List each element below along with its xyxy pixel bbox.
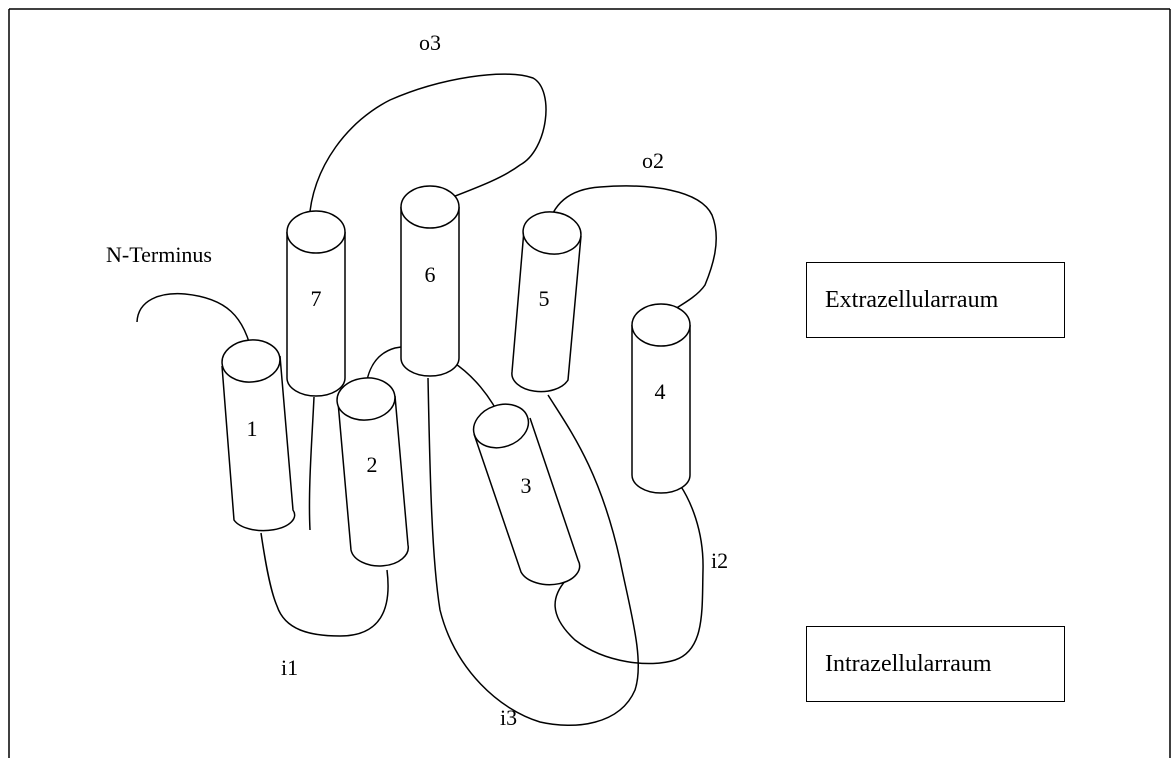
helix-1-label: 1: [247, 416, 258, 441]
i2-label: i2: [711, 548, 728, 573]
o2-label: o2: [642, 148, 664, 173]
helix-2-label: 2: [367, 452, 378, 477]
n-terminus-label: N-Terminus: [106, 242, 212, 267]
extracellular-box: Extrazellularraum: [806, 262, 1065, 338]
helix-6-label: 6: [425, 262, 436, 287]
helix-3-label: 3: [521, 473, 532, 498]
i3-label: i3: [500, 705, 517, 730]
helix-7-tail: [309, 397, 314, 530]
i1-label: i1: [281, 655, 298, 680]
helix-4-label: 4: [655, 379, 666, 404]
helix-7-label: 7: [311, 286, 322, 311]
intracellular-box: Intrazellularraum: [806, 626, 1065, 702]
helix-5-label: 5: [539, 286, 550, 311]
o3-label: o3: [419, 30, 441, 55]
